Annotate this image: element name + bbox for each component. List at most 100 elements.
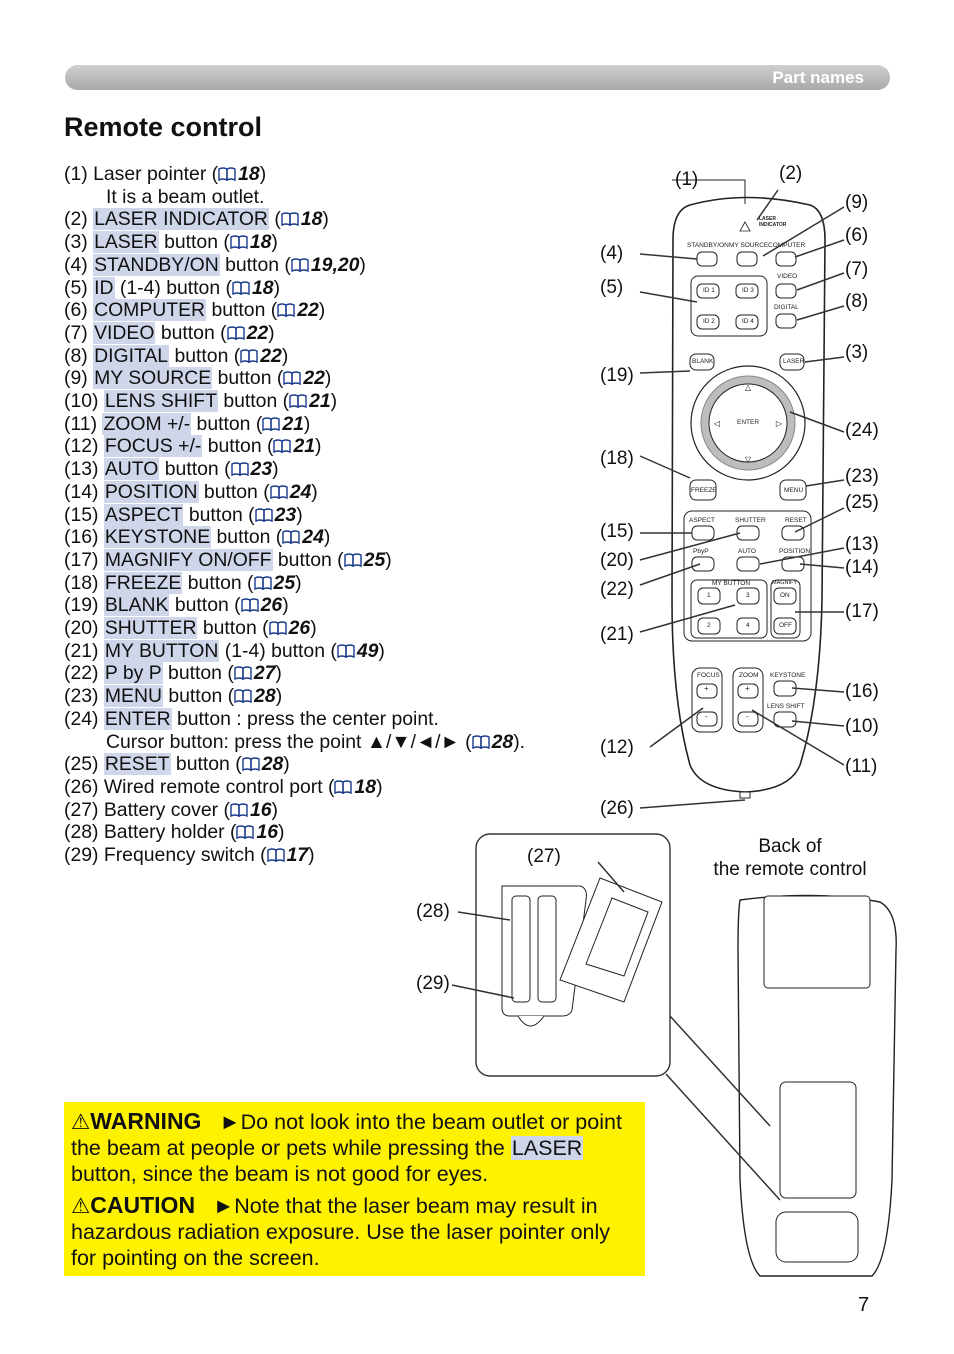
svg-text:◁: ◁ — [714, 419, 721, 428]
part-page-ref: 25 — [273, 571, 296, 594]
part-number: (20) — [64, 617, 99, 640]
part-page-ref: 16 — [249, 798, 272, 821]
remote-label-blank: BLANK — [692, 358, 714, 365]
part-item: (11) ZOOM +/- button (21) — [64, 412, 525, 436]
remote-label-aspect: ASPECT — [689, 517, 716, 524]
part-keyword: VIDEO — [93, 321, 156, 344]
callout-13: (13) — [845, 534, 879, 555]
part-item: Cursor button: press the point ▲/▼/◄/► (… — [64, 731, 525, 754]
part-page-ref: 22 — [260, 344, 282, 367]
part-item: (10) LENS SHIFT button (21) — [64, 390, 525, 413]
part-keyword: P by P — [103, 662, 163, 685]
part-tail: ) — [318, 299, 326, 322]
book-reference-icon — [269, 485, 288, 499]
part-keyword: KEYSTONE — [103, 526, 212, 549]
book-reference-icon — [230, 235, 248, 250]
book-reference-icon — [282, 530, 300, 545]
book-reference-icon — [266, 848, 285, 863]
part-text: button ( — [217, 390, 290, 413]
back-caption-line2: the remote control — [713, 859, 867, 880]
book-reference-icon — [230, 802, 248, 817]
part-number: (27) — [64, 798, 99, 821]
part-text: button ( — [182, 571, 254, 594]
part-item: (21) MY BUTTON (1-4) button (49) — [64, 639, 525, 663]
part-keyword: MENU — [103, 685, 163, 708]
remote-label-enter: ENTER — [737, 419, 760, 426]
part-tail: ) — [282, 594, 289, 617]
part-tail: ) — [385, 548, 392, 571]
battery-illustration — [451, 833, 897, 1277]
part-number: (10) — [64, 390, 99, 413]
remote-label-freeze: FREEZE — [691, 487, 717, 494]
callout-21: (21) — [600, 624, 634, 645]
part-page-ref: 26 — [260, 594, 283, 617]
callout-19: (19) — [600, 365, 634, 386]
part-item: (3) LASER button (18) — [64, 231, 525, 254]
book-reference-icon — [289, 394, 307, 409]
part-tail: ) — [376, 775, 383, 798]
remote-label-id1: ID 1 — [703, 287, 715, 294]
remote-label-video: VIDEO — [777, 273, 798, 280]
part-number: (7) — [64, 321, 88, 344]
part-page-ref: 27 — [253, 662, 276, 685]
part-item: It is a beam outlet. — [64, 186, 525, 209]
callout-26: (26) — [600, 798, 634, 819]
warning-text-after: button, since the beam is not good for e… — [71, 1162, 489, 1186]
part-keyword: MY BUTTON — [103, 639, 220, 662]
svg-text:▷: ▷ — [776, 419, 783, 428]
part-page-ref: 18 — [300, 208, 323, 231]
part-tail: ) — [311, 480, 318, 503]
part-text: Laser pointer ( — [93, 163, 219, 185]
part-keyword: ENTER — [103, 707, 172, 730]
callout-5: (5) — [600, 277, 624, 298]
part-number: (13) — [64, 458, 99, 481]
remote-label-id3: ID 3 — [742, 287, 754, 294]
part-keyword: LENS SHIFT — [103, 390, 218, 413]
callout-2: (2) — [779, 163, 803, 184]
part-text: button ( — [212, 367, 284, 390]
callout-24: (24) — [845, 420, 879, 441]
book-reference-icon — [234, 689, 252, 704]
part-page-ref: 28 — [261, 753, 284, 776]
part-text: Battery cover ( — [103, 798, 230, 821]
part-text: It is a beam outlet. — [106, 185, 265, 208]
part-tail: ) — [303, 412, 311, 435]
part-tail: ) — [268, 321, 275, 344]
part-item: (23) MENU button (28) — [64, 685, 525, 708]
part-number: (26) — [64, 775, 99, 798]
remote-label-mb3: 3 — [746, 592, 750, 599]
part-text: button ( — [219, 253, 291, 276]
part-text: button ( — [162, 662, 234, 685]
part-text: button ( — [169, 594, 241, 617]
part-tail: ) — [330, 390, 338, 413]
part-text: button ( — [197, 617, 269, 640]
part-text: (1-4) button ( — [219, 639, 337, 662]
part-number: (22) — [64, 662, 99, 685]
callout-1: (1) — [675, 169, 699, 190]
remote-label-position: POSITION — [779, 548, 811, 555]
remote-label-focus-minus: - — [705, 712, 708, 721]
remote-label-zoom-plus: + — [745, 684, 750, 693]
part-keyword: ZOOM +/- — [102, 412, 192, 435]
remote-label-id2: ID 2 — [703, 318, 715, 325]
part-number: (6) — [64, 299, 88, 322]
part-item: (22) P by P button (27) — [64, 662, 525, 685]
part-page-ref: 28 — [254, 685, 276, 708]
warning-paragraph: ⚠WARNING ►Do not look into the beam outl… — [71, 1108, 641, 1187]
book-reference-icon — [240, 348, 258, 363]
book-reference-icon — [218, 167, 236, 181]
callout-12: (12) — [600, 737, 634, 758]
part-text: button ( — [158, 231, 230, 254]
remote-label-mb1: 1 — [707, 592, 711, 599]
part-text: button ( — [206, 299, 278, 322]
callout-27: (27) — [527, 846, 561, 867]
book-reference-icon — [232, 280, 250, 295]
caution-paragraph: ⚠CAUTION ►Note that the laser beam may r… — [71, 1192, 641, 1271]
book-reference-icon — [241, 757, 260, 772]
part-text: button ( — [169, 344, 241, 367]
part-text: (1-4) button ( — [114, 276, 232, 299]
book-reference-icon — [236, 825, 255, 840]
section-header-bar: Part names — [65, 65, 890, 90]
remote-label-mb2: 2 — [707, 622, 711, 629]
part-text: button ( — [202, 435, 274, 458]
